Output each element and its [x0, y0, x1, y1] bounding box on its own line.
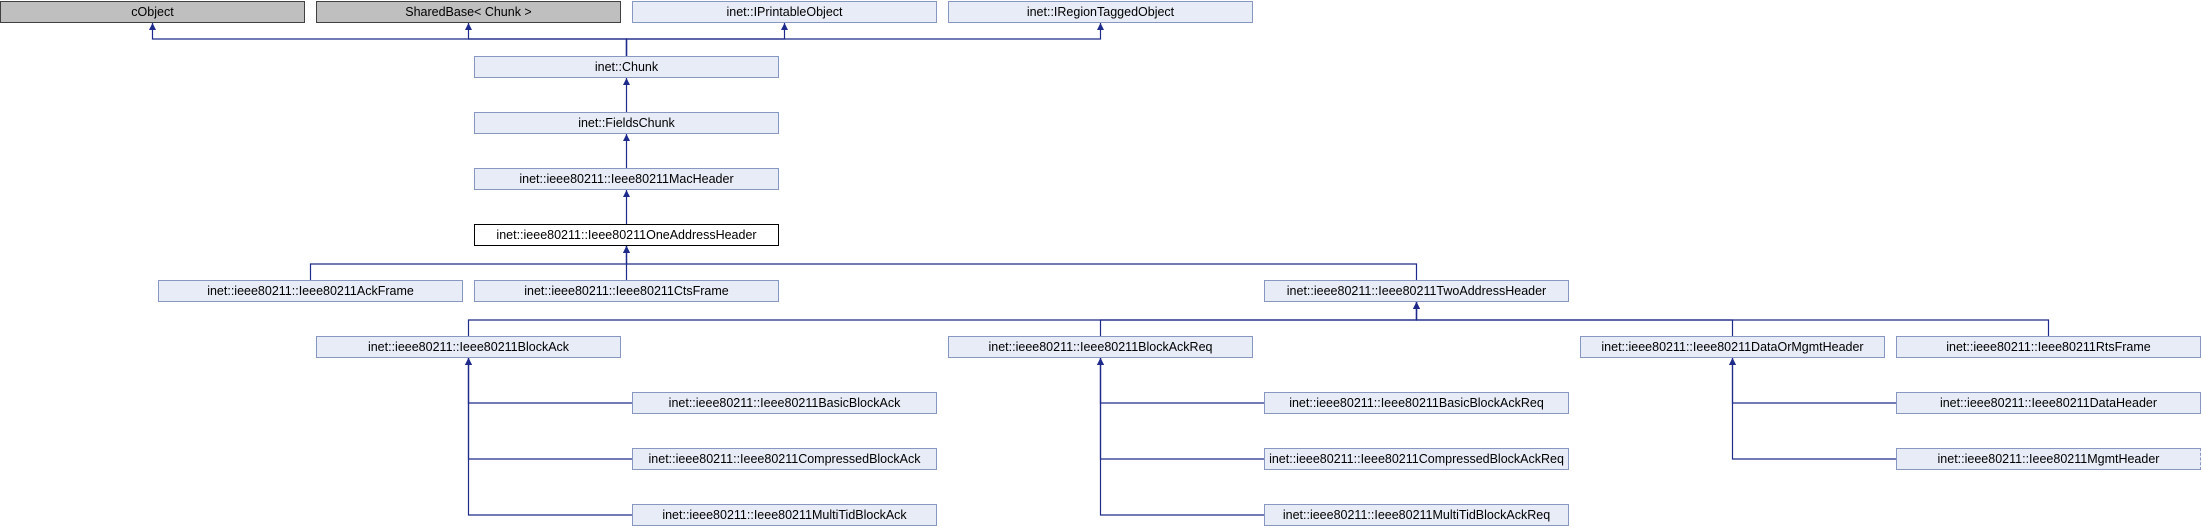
- edge-twoAddress-to-rtsFrame: [1413, 302, 2050, 336]
- class-node-ieee80211rtsframe[interactable]: inet::ieee80211::Ieee80211RtsFrame: [1896, 336, 2201, 358]
- class-node-ieee80211oneaddressheader: inet::ieee80211::Ieee80211OneAddressHead…: [474, 224, 779, 246]
- edge-sharedBase-to-chunk: [465, 23, 628, 56]
- edge-blockAckReq-to-basicBlockAckReq: [1097, 358, 1264, 404]
- class-node-ieee80211macheader[interactable]: inet::ieee80211::Ieee80211MacHeader: [474, 168, 779, 190]
- class-node-ieee80211basicblockackreq[interactable]: inet::ieee80211::Ieee80211BasicBlockAckR…: [1264, 392, 1569, 414]
- edge-dataOrMgmt-to-mgmtHeader: [1729, 358, 1896, 460]
- class-node-ieee80211blockack[interactable]: inet::ieee80211::Ieee80211BlockAck: [316, 336, 621, 358]
- edge-twoAddress-to-dataOrMgmt: [1413, 302, 1734, 336]
- class-node-ieee80211basicblockack[interactable]: inet::ieee80211::Ieee80211BasicBlockAck: [632, 392, 937, 414]
- class-node-ieee80211ctsframe[interactable]: inet::ieee80211::Ieee80211CtsFrame: [474, 280, 779, 302]
- edge-blockAckReq-to-multiTidBlockAckReq: [1097, 358, 1264, 516]
- class-node-ieee80211ackframe[interactable]: inet::ieee80211::Ieee80211AckFrame: [158, 280, 463, 302]
- class-node-ieee80211dataheader[interactable]: inet::ieee80211::Ieee80211DataHeader: [1896, 392, 2201, 414]
- edge-twoAddress-to-blockAck: [467, 302, 1420, 336]
- class-node-ieee80211compressedblockackreq[interactable]: inet::ieee80211::Ieee80211CompressedBloc…: [1264, 448, 1569, 470]
- edges-layer: [149, 23, 2050, 516]
- edge-blockAck-to-compressedBlockAck: [465, 358, 632, 460]
- class-node-ieee80211compressedblockack[interactable]: inet::ieee80211::Ieee80211CompressedBloc…: [632, 448, 937, 470]
- class-node-sharedbase-chunk[interactable]: SharedBase< Chunk >: [316, 1, 621, 23]
- class-node-ieee80211multitidblockack[interactable]: inet::ieee80211::Ieee80211MultiTidBlockA…: [632, 504, 937, 526]
- class-node-ieee80211twoaddressheader[interactable]: inet::ieee80211::Ieee80211TwoAddressHead…: [1264, 280, 1569, 302]
- edge-oneAddress-to-ackFrame: [309, 246, 630, 280]
- class-node-ieee80211blockackreq[interactable]: inet::ieee80211::Ieee80211BlockAckReq: [948, 336, 1253, 358]
- edge-blockAck-to-multiTidBlockAck: [465, 358, 632, 516]
- edge-twoAddress-to-blockAckReq: [1099, 302, 1420, 336]
- class-node-cobject[interactable]: cObject: [0, 1, 305, 23]
- class-node-iprintableobject[interactable]: inet::IPrintableObject: [632, 1, 937, 23]
- edge-oneAddress-to-twoAddress: [623, 246, 1418, 280]
- class-node-fieldschunk[interactable]: inet::FieldsChunk: [474, 112, 779, 134]
- class-node-chunk[interactable]: inet::Chunk: [474, 56, 779, 78]
- class-node-ieee80211mgmtheader[interactable]: inet::ieee80211::Ieee80211MgmtHeader: [1896, 448, 2201, 470]
- edge-blockAckReq-to-compressedBlockAckReq: [1097, 358, 1264, 460]
- class-node-ieee80211dataormgmtheader[interactable]: inet::ieee80211::Ieee80211DataOrMgmtHead…: [1580, 336, 1885, 358]
- class-node-ieee80211multitidblockackreq[interactable]: inet::ieee80211::Ieee80211MultiTidBlockA…: [1264, 504, 1569, 526]
- class-node-iregiontaggedobject[interactable]: inet::IRegionTaggedObject: [948, 1, 1253, 23]
- edge-iRegion-to-chunk: [625, 23, 1104, 56]
- edge-dataOrMgmt-to-dataHeader: [1729, 358, 1896, 404]
- edge-blockAck-to-basicBlockAck: [465, 358, 632, 404]
